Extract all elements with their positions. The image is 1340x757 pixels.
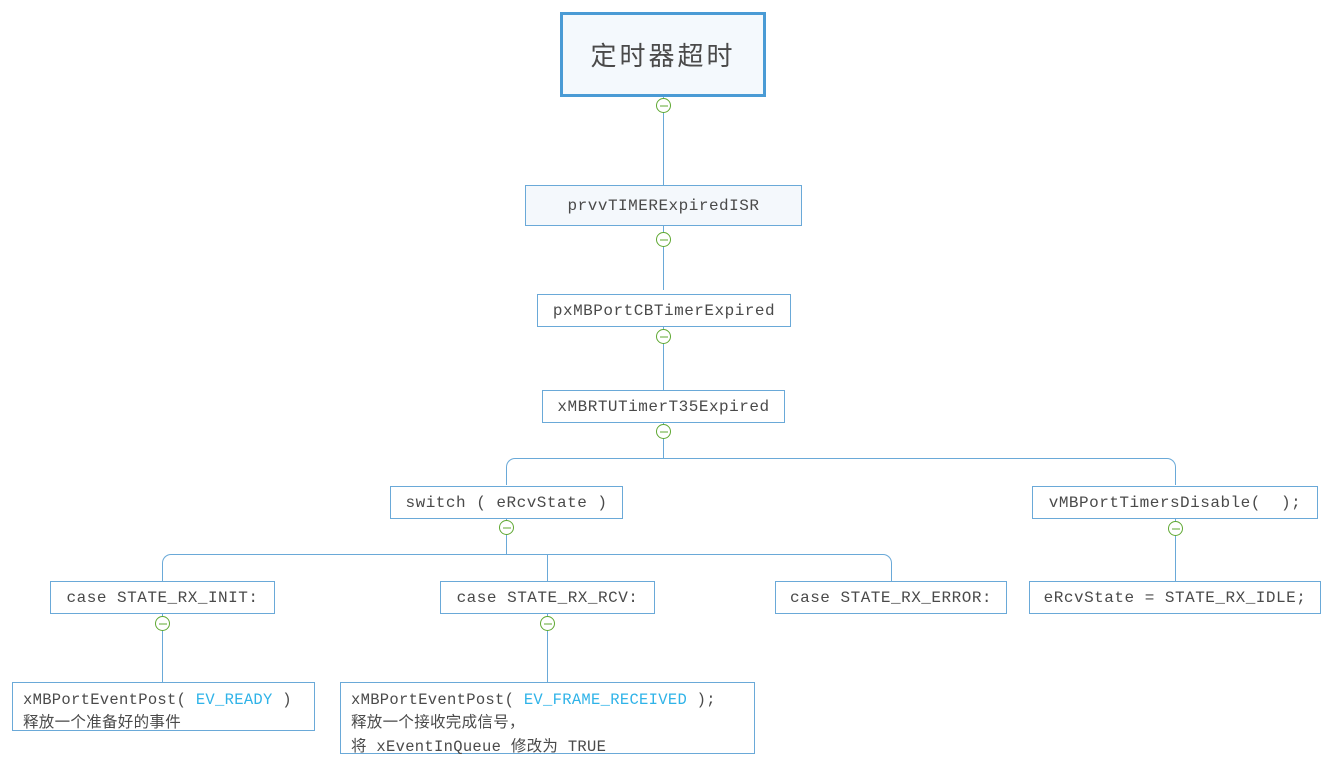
node-switch-ercvstate[interactable]: switch ( eRcvState ) — [390, 486, 623, 519]
leaf-rcv-line-2: 释放一个接收完成信号， — [351, 714, 525, 733]
node-event-post-ev-ready[interactable]: xMBPortEventPost( EV_READY ) 释放一个准备好的事件 — [12, 682, 315, 732]
node-prvv-timer-expired-isr[interactable]: prvvTIMERExpiredISR — [525, 185, 802, 226]
connector-elbow-t35-right — [663, 458, 1176, 485]
connector-elbow-switch-left — [162, 554, 508, 581]
leaf-init-keyword: EV_READY — [195, 691, 273, 709]
leaf-init-line-2: 释放一个准备好的事件 — [23, 714, 182, 733]
collapse-minus-icon-case-rcv[interactable] — [540, 616, 555, 631]
node-case-state-rx-init[interactable]: case STATE_RX_INIT: — [50, 581, 275, 614]
connector-isr-to-cb — [663, 226, 664, 290]
node-ercvstate-assign-idle[interactable]: eRcvState = STATE_RX_IDLE; — [1029, 581, 1321, 614]
connector-root-to-isr — [663, 97, 664, 185]
collapse-minus-icon-cb[interactable] — [656, 329, 671, 344]
leaf-init-line1-suffix: ) — [272, 691, 292, 709]
node-xmbrtu-timer-t35-expired[interactable]: xMBRTUTimerT35Expired — [542, 390, 785, 423]
connector-switch-middle-drop — [547, 554, 548, 581]
leaf-init-line-1: xMBPortEventPost( EV_READY ) — [23, 689, 304, 712]
node-timer-timeout[interactable]: 定时器超时 — [560, 12, 766, 97]
leaf-rcv-line1-suffix: ); — [687, 691, 716, 709]
connector-disable-to-idle — [1175, 519, 1176, 582]
leaf-init-line1-prefix: xMBPortEventPost( — [23, 691, 196, 709]
leaf-rcv-line-3: 将 xEventInQueue 修改为 TRUE — [351, 737, 607, 756]
leaf-rcv-line-1: xMBPortEventPost( EV_FRAME_RECEIVED ); — [351, 689, 744, 712]
connector-cb-to-t35 — [663, 327, 664, 390]
collapse-minus-icon-root[interactable] — [656, 98, 671, 113]
collapse-minus-icon-switch[interactable] — [499, 520, 514, 535]
connector-case-init-to-leaf — [162, 614, 163, 682]
collapse-minus-icon-case-init[interactable] — [155, 616, 170, 631]
connector-elbow-t35-left — [506, 458, 665, 485]
collapse-minus-icon-disable[interactable] — [1168, 521, 1183, 536]
connector-t35-stub — [663, 423, 664, 458]
collapse-minus-icon-isr[interactable] — [656, 232, 671, 247]
connector-elbow-switch-right — [506, 554, 892, 581]
connector-switch-stub — [506, 519, 507, 554]
node-px-mbport-cb-timer-expired[interactable]: pxMBPortCBTimerExpired — [537, 294, 791, 327]
node-case-state-rx-error[interactable]: case STATE_RX_ERROR: — [775, 581, 1007, 614]
node-case-state-rx-rcv[interactable]: case STATE_RX_RCV: — [440, 581, 655, 614]
connector-case-rcv-to-leaf — [547, 614, 548, 682]
collapse-minus-icon-t35[interactable] — [656, 424, 671, 439]
node-vmbport-timers-disable[interactable]: vMBPortTimersDisable( ); — [1032, 486, 1318, 519]
leaf-rcv-keyword: EV_FRAME_RECEIVED — [523, 691, 688, 709]
node-event-post-ev-frame-received[interactable]: xMBPortEventPost( EV_FRAME_RECEIVED ); 释… — [340, 682, 755, 756]
leaf-rcv-line1-prefix: xMBPortEventPost( — [351, 691, 524, 709]
